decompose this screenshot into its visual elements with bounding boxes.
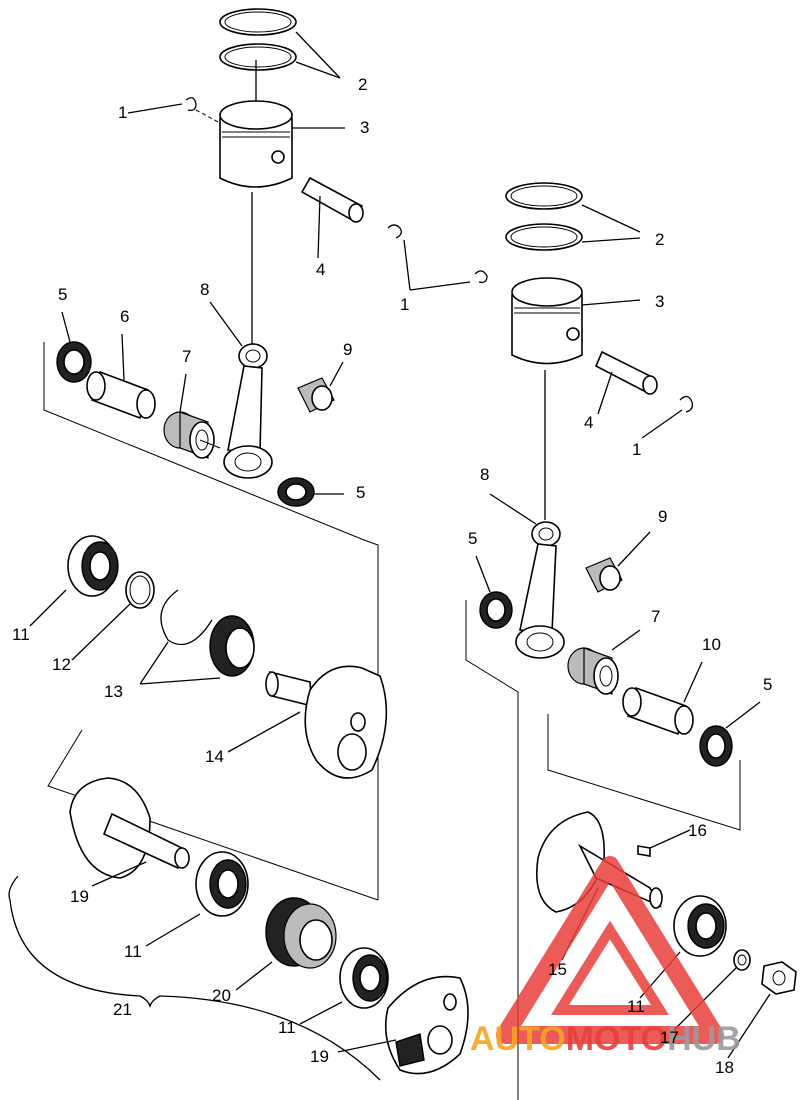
callout-label-c5c: 5 <box>468 529 477 548</box>
callout-label-c8a: 8 <box>200 280 209 299</box>
callout-label-c5b: 5 <box>356 483 365 502</box>
callout-label-c8b: 8 <box>480 465 489 484</box>
main-bearing-11b <box>145 851 249 947</box>
callout-label-c14: 14 <box>205 747 224 766</box>
callout-label-c7a: 7 <box>182 347 191 366</box>
main-bearing-11a <box>29 535 119 627</box>
callout-label-c1c: 1 <box>632 440 641 459</box>
small-end-bearing-left <box>297 361 344 413</box>
main-bearing-11d <box>299 947 389 1025</box>
snap-ring-and-seal-13 <box>139 589 255 685</box>
callout-label-c2b: 2 <box>655 230 664 249</box>
assembly-bracket-left <box>43 342 379 900</box>
callout-label-c11d: 11 <box>278 1018 296 1037</box>
callout-label-c18: 18 <box>715 1058 734 1077</box>
callout-label-c9b: 9 <box>658 507 667 526</box>
callout-label-c6: 6 <box>120 307 129 326</box>
piston-right <box>474 270 641 365</box>
conrod-left <box>209 192 273 479</box>
assembly-bracket-right <box>465 600 741 1100</box>
callout-label-c12: 12 <box>52 655 71 674</box>
callout-label-c17: 17 <box>660 1028 679 1047</box>
callout-label-c19a: 19 <box>70 887 89 906</box>
callout-label-c10: 10 <box>702 635 721 654</box>
callout-label-c5d: 5 <box>763 675 772 694</box>
flywheel-half-19a <box>47 729 379 901</box>
nut-18 <box>727 961 797 1059</box>
callout-label-c5a: 5 <box>58 285 67 304</box>
center-seal-20 <box>235 897 337 991</box>
callout-label-c13: 13 <box>104 682 123 701</box>
callout-label-c1a: 1 <box>118 103 127 122</box>
crankshaft-half-14 <box>227 665 388 779</box>
callout-label-c3b: 3 <box>655 292 664 311</box>
piston-pin-right <box>594 350 694 439</box>
callout-label-c2a: 2 <box>358 75 367 94</box>
crank-pin-6 <box>86 333 156 420</box>
retaining-ring-12 <box>71 571 155 661</box>
flywheel-half-19b <box>337 975 469 1075</box>
needle-bearing-7a <box>163 373 215 459</box>
thrust-washer-5d <box>699 701 761 767</box>
callout-label-c19b: 19 <box>310 1047 329 1066</box>
callout-label-c15: 15 <box>548 960 567 979</box>
thrust-washer-5b <box>277 477 344 507</box>
watermark-word-hub: HUB <box>667 1020 741 1058</box>
bracket-21 <box>8 875 381 1081</box>
callout-layer: 1234123568974158957105111213141619111521… <box>12 75 772 1077</box>
thrust-washer-5c <box>475 555 513 629</box>
watermark-word-moto: MOTO <box>566 1020 667 1058</box>
callout-label-c11b: 11 <box>124 942 142 961</box>
needle-bearing-7b <box>567 629 641 695</box>
callout-label-c4a: 4 <box>316 260 325 279</box>
watermark-word-auto: AUTO <box>470 1020 566 1058</box>
woodruff-key-16 <box>637 829 691 857</box>
callout-label-c1b: 1 <box>400 295 409 314</box>
callout-label-c7b: 7 <box>651 607 660 626</box>
crank-pin-10 <box>622 661 703 736</box>
watermark-text: AUTOMOTOHUB <box>470 1020 741 1058</box>
callout-label-c21: 21 <box>113 1000 132 1019</box>
washer-17 <box>671 949 751 1033</box>
conrod-right <box>489 370 565 659</box>
callout-label-c16: 16 <box>688 821 707 840</box>
callout-label-c11c: 11 <box>627 997 645 1016</box>
watermark-triangle-icon <box>496 856 724 1044</box>
callout-label-c11a: 11 <box>12 625 30 644</box>
callout-label-c9a: 9 <box>343 340 352 359</box>
piston-pin-left <box>300 176 471 291</box>
callout-label-c20: 20 <box>212 986 231 1005</box>
watermark-logo <box>496 856 724 1044</box>
callout-label-c3a: 3 <box>360 118 369 137</box>
thrust-washer-5a <box>56 311 92 383</box>
piston-pin-clip-left <box>127 97 221 124</box>
small-end-bearing-right <box>585 531 651 593</box>
piston-rings-left <box>219 8 341 79</box>
callout-label-c4b: 4 <box>584 413 593 432</box>
piston-left <box>219 60 345 188</box>
piston-rings-right <box>505 182 641 251</box>
